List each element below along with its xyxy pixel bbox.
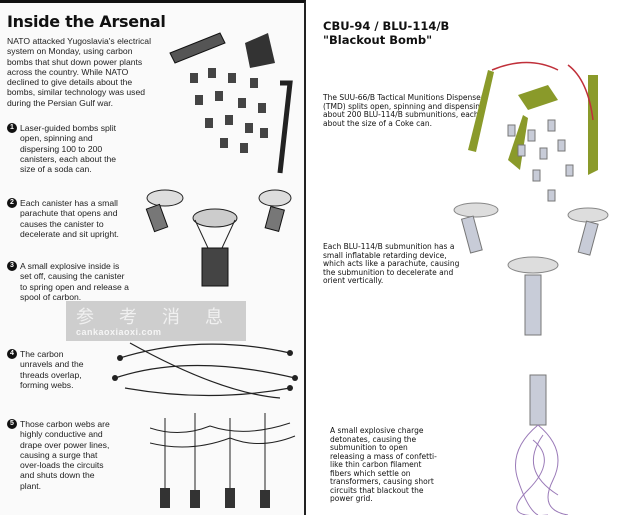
fiber-burst-illustration [515,374,569,515]
left-infographic-panel: Inside the Arsenal NATO attacked Yugosla… [0,0,306,515]
caption-explosion: A small explosive charge detonates, caus… [330,426,437,503]
bomb-dispersal-illustration [169,32,293,174]
power-lines-illustration [150,413,296,508]
caption-retarder: Each BLU-114/B submunition has a small i… [323,242,460,285]
caption-dispenser: The SUU-66/B Tactical Munitions Dispense… [323,93,485,128]
right-infographic-panel: CBU-94 / BLU-114/B"Blackout Bomb" The SU… [308,0,619,515]
dispenser-illustration [468,61,598,202]
right-title: CBU-94 / BLU-114/B"Blackout Bomb" [323,19,450,47]
parachute-canister-illustration [145,189,292,287]
parachuted-submunitions-illustration [453,202,609,336]
left-intro: NATO attacked Yugoslavia's electrical sy… [7,36,151,108]
left-title: Inside the Arsenal [7,12,166,31]
carbon-web-illustration [112,342,298,399]
